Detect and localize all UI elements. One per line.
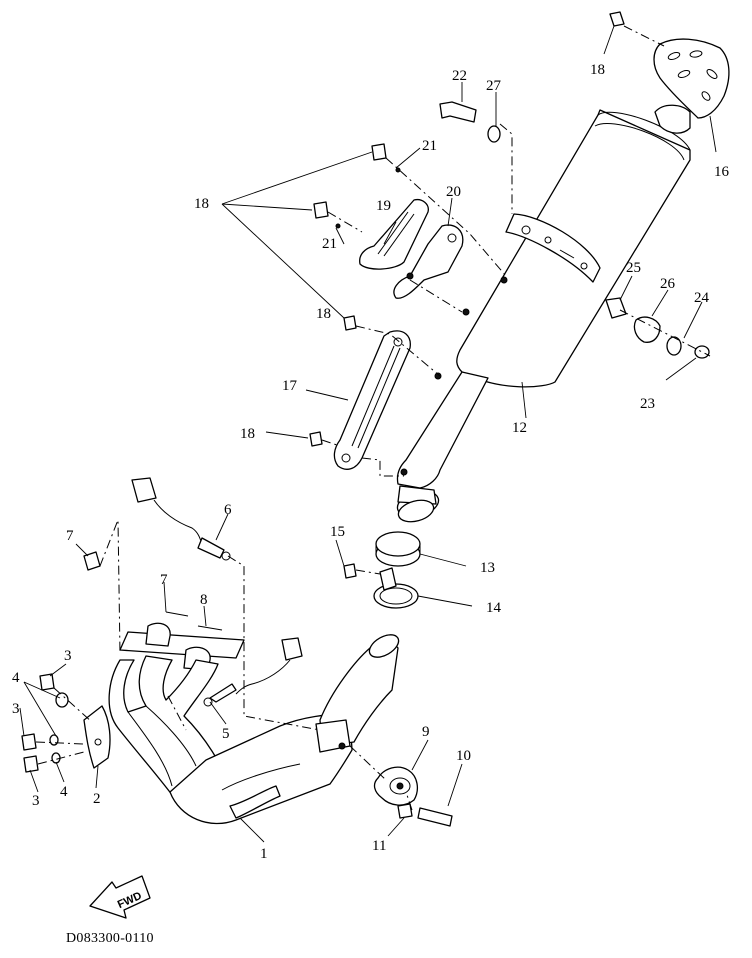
gasket-part-13 — [375, 531, 421, 567]
callout-label: 9 — [422, 724, 430, 740]
o2-sensor-part-6 — [131, 477, 231, 561]
callout-label: 6 — [224, 502, 232, 518]
callout-label: 3 — [32, 793, 40, 809]
callout-label: 24 — [694, 290, 710, 306]
leader-lines — [19, 25, 717, 843]
callout-label: 12 — [512, 420, 527, 436]
callout-label: 1 — [260, 846, 268, 862]
callout-label: 7 — [160, 572, 168, 588]
callout-label: 20 — [446, 184, 461, 200]
callout-label: 18 — [194, 196, 209, 212]
damper-part-9 — [373, 766, 419, 806]
bracket-part-2 — [83, 705, 111, 769]
callout-label: 25 — [626, 260, 641, 276]
callout-label: 10 — [456, 748, 471, 764]
callout-label: 4 — [60, 784, 68, 800]
callout-label: 26 — [660, 276, 676, 292]
callout-label: 4 — [12, 670, 20, 686]
fastener-group — [21, 11, 710, 827]
callout-label: 2 — [93, 791, 101, 807]
callout-label: 13 — [480, 560, 495, 576]
heat-cover-part-16 — [653, 38, 730, 119]
diagram-code: D083300-0110 — [66, 931, 154, 946]
callout-label: 11 — [372, 838, 386, 854]
o2-sensor-part-5 — [203, 637, 303, 707]
callout-label: 14 — [486, 600, 502, 616]
callout-label: 21 — [422, 138, 437, 154]
callout-label: 27 — [486, 78, 502, 94]
callout-labels: 1 2 3 3 3 4 4 5 6 7 7 8 9 10 11 12 13 14… — [12, 62, 730, 862]
fwd-arrow-icon: FWD — [89, 875, 151, 919]
callout-label: 3 — [12, 701, 20, 717]
callout-label: 5 — [222, 726, 230, 742]
callout-label: 7 — [66, 528, 74, 544]
callout-label: 18 — [240, 426, 255, 442]
assembly-lines — [35, 25, 711, 811]
gasket-part-7 — [165, 611, 223, 631]
callout-label: 17 — [282, 378, 298, 394]
callout-label: 21 — [322, 236, 337, 252]
callout-label: 15 — [330, 524, 345, 540]
callout-label: 22 — [452, 68, 467, 84]
bracket-part-20 — [393, 224, 464, 299]
callout-label: 23 — [640, 396, 655, 412]
callout-label: 18 — [316, 306, 331, 322]
clamp-part-14 — [373, 567, 419, 609]
muffler-part-12 — [396, 104, 691, 523]
callout-label: 3 — [64, 648, 72, 664]
bracket-part-19 — [359, 198, 429, 270]
callout-label: 19 — [376, 198, 391, 214]
callout-label: 18 — [590, 62, 605, 78]
stay-part-17 — [333, 330, 411, 470]
exhaust-pipe-part-1 — [108, 622, 400, 825]
callout-label: 16 — [714, 164, 730, 180]
callout-label: 8 — [200, 592, 208, 608]
